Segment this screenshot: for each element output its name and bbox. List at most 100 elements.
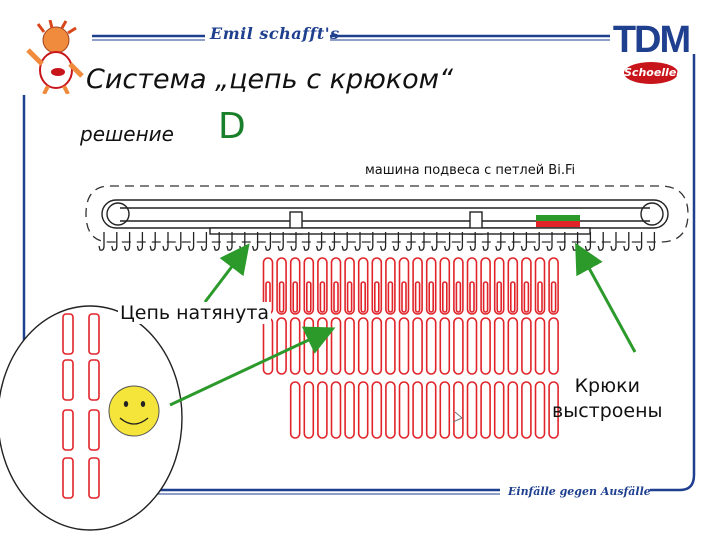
chain-link	[534, 381, 546, 439]
hook-icon	[431, 232, 438, 251]
chain-link	[548, 317, 559, 375]
hook-icon	[162, 232, 169, 251]
chain-link	[507, 257, 519, 315]
hook-icon	[405, 232, 412, 251]
motor-block-red	[536, 221, 580, 227]
chain-link	[317, 381, 328, 439]
chain-link	[330, 317, 342, 375]
hook-icon	[379, 232, 387, 251]
chain-link	[493, 257, 505, 315]
hooks-aligned-label: Крюки выстроены	[552, 375, 663, 422]
chain-link	[521, 381, 532, 439]
hook-icon	[482, 232, 489, 251]
chain-link-inner	[360, 281, 367, 313]
chain-link	[507, 317, 519, 375]
chain-link	[88, 409, 100, 451]
hook-icon	[264, 232, 272, 251]
slide-frame	[22, 34, 696, 492]
chain-link	[371, 257, 383, 315]
chain-link-inner	[333, 281, 339, 313]
chain-link	[521, 257, 532, 315]
chain-link-inner	[346, 281, 353, 313]
hook-icon	[328, 232, 336, 251]
chain-link	[507, 381, 519, 439]
chain-link	[398, 381, 410, 439]
hook-icon	[507, 232, 515, 251]
chain-link	[330, 257, 342, 315]
chain-link	[371, 317, 383, 375]
hook-icon	[303, 232, 310, 251]
chain-link	[303, 317, 315, 375]
chain-link	[548, 257, 559, 315]
hook-icon	[123, 232, 131, 251]
chain-link-inner	[305, 281, 312, 313]
machine-label: машина подвеса с петлей Bi.Fi	[365, 163, 576, 178]
hook-icon	[111, 232, 118, 251]
chain-link	[262, 317, 274, 375]
chain-link-inner	[509, 281, 516, 313]
chain-link-inner	[278, 281, 285, 313]
tdm-logo-text: TDM	[612, 19, 691, 61]
chain-link	[344, 317, 355, 375]
hook-row	[98, 232, 656, 251]
hook-icon	[495, 232, 502, 251]
chain-link	[466, 317, 478, 375]
hook-icon	[175, 232, 182, 251]
chain-link	[439, 381, 451, 439]
chain-link	[303, 257, 315, 315]
chain-link	[344, 381, 355, 439]
chain-link	[330, 381, 342, 439]
hook-icon	[571, 232, 579, 251]
chain-link-inner	[550, 281, 557, 313]
hook-icon	[277, 232, 284, 251]
chain-link	[466, 381, 478, 439]
chain-link-inner	[428, 281, 435, 313]
chain-tensioned-label: Цепь натянута	[118, 302, 272, 324]
chain-link-inner	[455, 281, 462, 313]
chain-link-inner	[292, 281, 299, 313]
chain-link	[88, 313, 100, 355]
hook-icon	[610, 232, 617, 251]
chain-link	[289, 317, 301, 375]
footer-brand: Einfälle gegen Ausfälle	[508, 485, 651, 498]
hook-icon	[98, 232, 105, 251]
chain-link	[371, 381, 383, 439]
hook-icon	[520, 232, 528, 251]
hook-icon	[341, 232, 348, 251]
chain-link	[276, 317, 287, 375]
zoom-circle	[0, 305, 183, 531]
mascot-icon	[26, 20, 84, 94]
chain-link	[385, 381, 396, 439]
tdm-logo-icon: TDM Schoeller	[612, 18, 691, 90]
chain-link	[534, 257, 546, 315]
chain-link	[480, 257, 491, 315]
hook-icon	[559, 232, 566, 251]
chain-link	[412, 381, 423, 439]
chain-link	[276, 257, 287, 315]
hook-icon	[290, 232, 297, 251]
chain-link	[453, 317, 464, 375]
chain-link	[412, 317, 423, 375]
conveyor-track	[101, 199, 669, 235]
chain-link	[317, 257, 328, 315]
chain-link	[317, 317, 328, 375]
chain-link	[453, 257, 464, 315]
hook-icon	[443, 232, 451, 251]
zoom-chain-links	[62, 313, 100, 499]
hook-icon	[226, 232, 233, 251]
chain-link	[344, 257, 355, 315]
hook-icon	[354, 232, 361, 251]
arrow-icon	[203, 243, 250, 303]
chain-links	[262, 257, 559, 439]
chain-link	[88, 359, 100, 401]
chain-link-inner	[496, 281, 503, 313]
chain-link	[398, 317, 410, 375]
smiley-icon	[108, 385, 160, 437]
chain-link-inner	[319, 281, 326, 313]
slide-title: Система „цепь с крюком“	[86, 64, 453, 95]
hook-icon	[648, 232, 656, 251]
chain-link	[357, 317, 369, 375]
chain-link-inner	[482, 281, 489, 313]
solution-letter: D	[218, 106, 246, 147]
hook-icon	[623, 232, 630, 251]
